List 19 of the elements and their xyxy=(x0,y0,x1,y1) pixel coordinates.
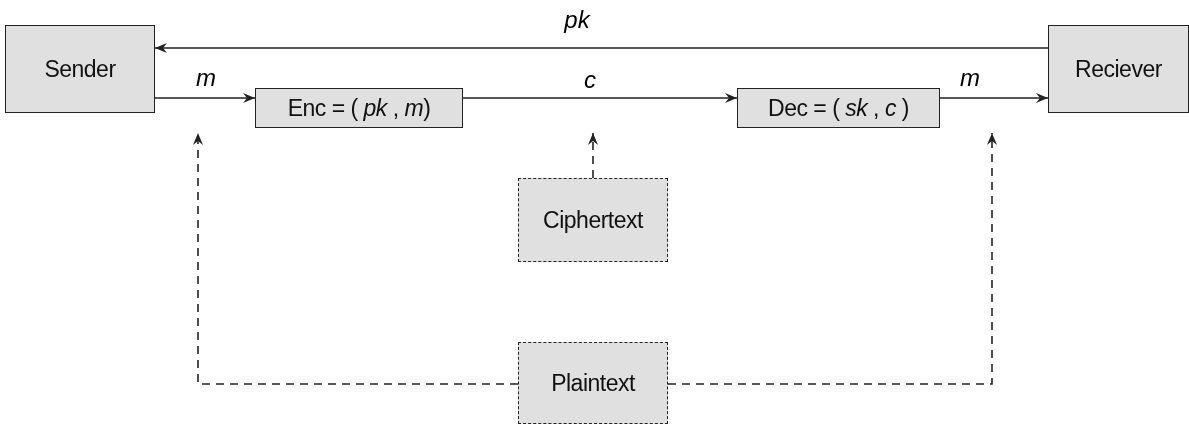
arrow xyxy=(154,93,256,103)
node-label: Sender xyxy=(44,55,116,83)
arrow xyxy=(154,43,1049,53)
dashed-box xyxy=(518,178,668,262)
node-label: Plaintext xyxy=(551,369,635,397)
node-label: Ciphertext xyxy=(543,206,643,234)
arrow xyxy=(939,93,1049,103)
dashed-arrow xyxy=(193,132,519,385)
node-label: Reciever xyxy=(1075,55,1162,83)
node-label: Dec = ( sk , c ) xyxy=(768,94,909,122)
arrow xyxy=(462,93,738,103)
process-box xyxy=(255,88,463,128)
process-box xyxy=(5,25,155,113)
process-box xyxy=(1048,25,1189,113)
dashed-arrow xyxy=(588,132,598,179)
node-label: Enc = ( pk , m) xyxy=(287,94,431,122)
dashed-box xyxy=(518,342,668,424)
process-box xyxy=(737,88,940,128)
dashed-arrow xyxy=(667,132,997,385)
